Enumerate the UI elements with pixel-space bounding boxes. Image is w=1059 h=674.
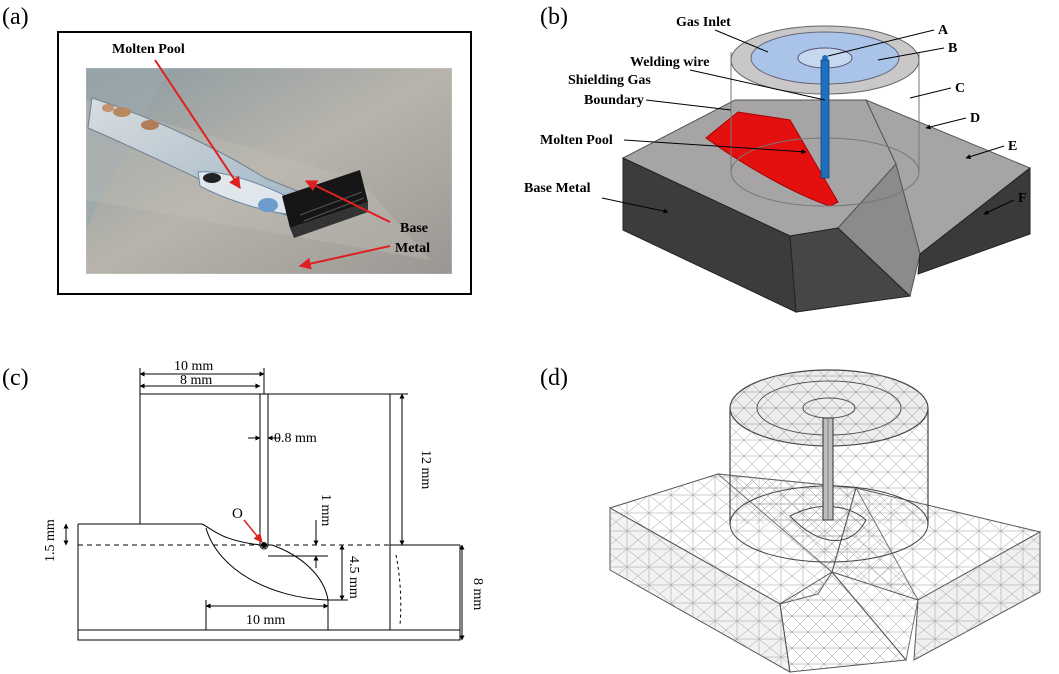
origin-point xyxy=(261,542,267,548)
panel-d-tag: (d) xyxy=(540,365,568,391)
leader-base-metal-b xyxy=(601,197,669,214)
groove-curve xyxy=(201,523,261,546)
dim-4-5: 4.5 mm xyxy=(346,556,361,599)
dim-top-8: 8 mm xyxy=(180,373,212,388)
label-F: F xyxy=(1018,191,1027,206)
mesh-block-front-mid xyxy=(779,571,907,673)
dim-bottom-10: 10 mm xyxy=(246,613,285,628)
label-base-metal-b: Base Metal xyxy=(524,181,591,196)
leader-B xyxy=(877,47,945,61)
label-gas-inlet: Gas Inlet xyxy=(676,15,731,30)
block-front-right xyxy=(917,166,1031,275)
label-molten-pool-b: Molten Pool xyxy=(540,133,613,148)
label-shielding-gas-1: Shielding Gas xyxy=(568,73,651,88)
panel-a: (a) Molten Pool Base Metal xyxy=(2,4,472,295)
label-base-a-1: Base xyxy=(400,221,428,236)
leader-F xyxy=(983,199,1015,215)
origin-arrow xyxy=(243,519,263,543)
arrow-molten-pool-a xyxy=(154,59,241,189)
gas-domain-outline xyxy=(139,393,391,545)
block-front-mid xyxy=(789,227,912,313)
arrow-base-a-2 xyxy=(298,245,391,270)
leader-E xyxy=(965,145,1005,160)
label-E: E xyxy=(1008,139,1017,154)
leader-D xyxy=(925,117,967,130)
wire-outline xyxy=(259,394,269,550)
label-shielding-gas-2: Boundary xyxy=(584,93,644,108)
dim-8-right: 8 mm xyxy=(470,578,485,610)
dim-12: 12 mm xyxy=(418,450,433,489)
dashed-edge xyxy=(395,554,402,626)
arrow-base-a-1 xyxy=(304,180,391,223)
panel-b: (b) Gas Inlet Welding wire Shielding Gas… xyxy=(524,4,1031,313)
label-B: B xyxy=(948,41,957,56)
mesh-pool xyxy=(789,505,867,541)
dim-1-5: 1.5 mm xyxy=(43,519,58,562)
pool-boundary xyxy=(205,527,329,601)
pool-boundary-right xyxy=(271,544,329,601)
leader-C xyxy=(909,87,952,99)
label-welding-wire: Welding wire xyxy=(630,55,709,70)
label-base-a-2: Metal xyxy=(395,241,430,256)
leader-molten-pool-b xyxy=(623,139,807,155)
weld-photo xyxy=(85,67,453,275)
leader-gas-inlet xyxy=(714,29,769,53)
mesh-cyl-top-pat xyxy=(730,370,928,446)
dim-1: 1 mm xyxy=(318,494,333,526)
panel-c-tag: (c) xyxy=(2,365,29,391)
panel-c: (c) O 10 mm 8 mm 0.8 mm xyxy=(2,359,485,641)
molten-pool-shape xyxy=(705,111,839,207)
label-D: D xyxy=(970,111,980,126)
wire-tip-top xyxy=(822,55,828,61)
origin-label: O xyxy=(232,506,243,522)
mesh-block-front-left-pat xyxy=(610,508,790,672)
panel-b-tag: (b) xyxy=(540,4,568,30)
leader-shielding-gas xyxy=(645,99,732,111)
dim-wire: 0.8 mm xyxy=(274,431,317,446)
label-A: A xyxy=(938,23,949,38)
label-molten-pool-a: Molten Pool xyxy=(112,42,185,57)
leader-A xyxy=(827,29,935,57)
mesh-block-front-right-pat xyxy=(914,532,1040,660)
label-C: C xyxy=(955,81,965,96)
leader-welding-wire xyxy=(689,69,826,101)
dim-top-10: 10 mm xyxy=(174,359,213,374)
panel-d: (d) xyxy=(540,365,1042,673)
panel-a-tag: (a) xyxy=(2,4,29,30)
welding-wire-rod xyxy=(820,59,830,179)
